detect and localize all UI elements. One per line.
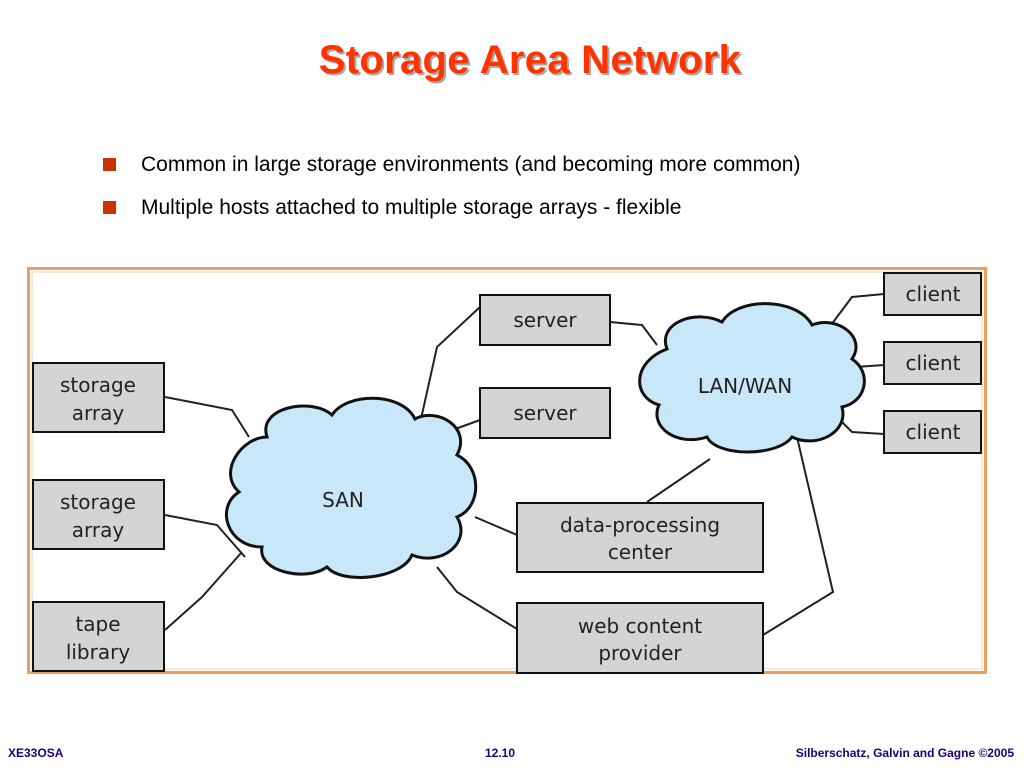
svg-text:server: server — [513, 308, 577, 332]
svg-text:library: library — [66, 640, 131, 664]
slide-title: Storage Area Network — [318, 38, 742, 82]
svg-text:storage: storage — [60, 373, 136, 397]
bullet-text: Common in large storage environments (an… — [141, 153, 801, 176]
bullet-text: Multiple hosts attached to multiple stor… — [141, 196, 682, 219]
svg-text:provider: provider — [598, 641, 682, 665]
client-box: client — [883, 341, 982, 385]
server-box: server — [479, 294, 611, 346]
svg-text:array: array — [72, 518, 125, 542]
svg-text:client: client — [906, 351, 961, 375]
bullet-square-icon — [103, 201, 116, 214]
lan-wan-label: LAN/WAN — [698, 374, 792, 398]
bullet-item: Multiple hosts attached to multiple stor… — [103, 193, 800, 236]
svg-text:center: center — [608, 540, 673, 564]
svg-text:storage: storage — [60, 490, 136, 514]
san-diagram: SAN LAN/WAN storage array storage array … — [27, 267, 987, 674]
storage-array-box: storage array — [32, 479, 165, 550]
svg-text:tape: tape — [75, 612, 120, 636]
bullet-square-icon — [103, 158, 116, 171]
svg-text:server: server — [513, 401, 577, 425]
tape-library-box: tape library — [32, 601, 165, 672]
footer-course-code: XE33OSA — [8, 746, 64, 760]
client-box: client — [883, 410, 982, 454]
server-box: server — [479, 387, 611, 439]
bullet-item: Common in large storage environments (an… — [103, 150, 800, 193]
data-processing-center-box: data-processing center — [516, 502, 764, 573]
storage-array-box: storage array — [32, 362, 165, 433]
san-label: SAN — [322, 488, 364, 512]
footer-page-number: 12.10 — [485, 746, 516, 760]
lan-wan-cloud: LAN/WAN — [638, 302, 866, 454]
web-content-provider-box: web content provider — [516, 602, 764, 674]
bullet-list: Common in large storage environments (an… — [103, 150, 800, 236]
footer-copyright: Silberschatz, Galvin and Gagne ©2005 — [795, 746, 1014, 760]
svg-text:client: client — [906, 420, 961, 444]
svg-text:client: client — [906, 282, 961, 306]
svg-text:web content: web content — [578, 614, 702, 638]
svg-text:array: array — [72, 401, 125, 425]
client-box: client — [883, 272, 982, 316]
svg-text:data-processing: data-processing — [560, 513, 720, 537]
san-cloud: SAN — [224, 396, 478, 579]
